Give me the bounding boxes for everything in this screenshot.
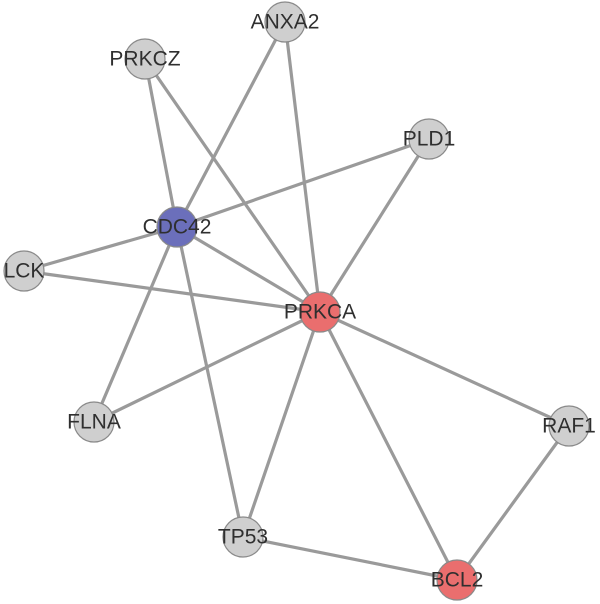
edge-cdc42-flna [92,225,179,424]
edges-layer [22,20,571,582]
node-flna[interactable]: FLNA [67,401,121,443]
node-anxa2[interactable]: ANXA2 [251,1,320,43]
node-prkca[interactable]: PRKCA [284,291,356,333]
edge-pld1-cdc42 [175,137,431,229]
edge-prkca-flna [92,310,322,424]
node-label-tp53: TP53 [218,526,268,549]
node-label-anxa2: ANXA2 [251,11,320,34]
edge-cdc42-lck [22,225,179,273]
edge-prkcz-prkca [143,57,322,314]
edge-prkca-raf1 [318,310,571,428]
node-circle-lck[interactable] [3,250,45,292]
edge-anxa2-cdc42 [175,20,287,229]
node-lck[interactable]: LCK [3,250,45,292]
edge-prkca-tp53 [241,310,322,539]
node-circle-anxa2[interactable] [264,1,306,43]
node-label-raf1: RAF1 [542,415,596,438]
node-circle-flna[interactable] [73,401,115,443]
node-circle-raf1[interactable] [548,405,590,447]
edge-raf1-bcl2 [455,424,571,582]
edge-anxa2-prkca [283,20,322,314]
node-label-prkca: PRKCA [284,301,356,324]
node-bcl2[interactable]: BCL2 [431,559,484,601]
node-circle-tp53[interactable] [222,516,264,558]
node-label-prkcz: PRKCZ [109,48,180,71]
node-label-flna: FLNA [67,411,121,434]
node-label-pld1: PLD1 [403,128,456,151]
node-raf1[interactable]: RAF1 [542,405,596,447]
edge-cdc42-prkca [175,225,322,314]
node-circle-bcl2[interactable] [436,559,478,601]
node-cdc42[interactable]: CDC42 [143,206,212,248]
edge-cdc42-tp53 [175,225,245,539]
edge-prkcz-cdc42 [143,57,179,229]
edge-pld1-prkca [318,137,431,314]
edge-prkca-bcl2 [318,310,459,582]
node-circle-pld1[interactable] [408,118,450,160]
node-pld1[interactable]: PLD1 [403,118,456,160]
node-label-lck: LCK [4,260,45,283]
node-prkcz[interactable]: PRKCZ [109,38,181,80]
node-tp53[interactable]: TP53 [218,516,268,558]
edge-lck-prkca [22,269,322,314]
edge-tp53-bcl2 [241,535,459,582]
node-circle-cdc42[interactable] [156,206,198,248]
node-label-cdc42: CDC42 [143,216,212,239]
node-label-bcl2: BCL2 [431,569,484,592]
node-circle-prkcz[interactable] [124,38,166,80]
node-circle-prkca[interactable] [299,291,341,333]
